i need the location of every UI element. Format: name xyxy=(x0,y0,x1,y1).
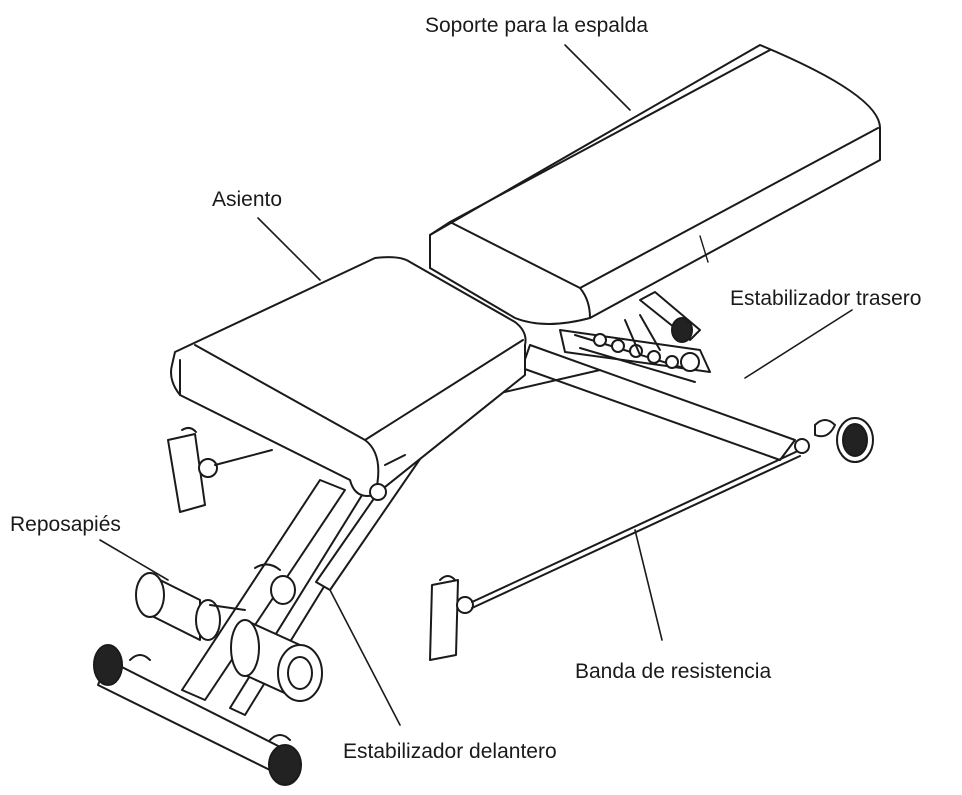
label-front-stabilizer: Estabilizador delantero xyxy=(343,740,557,763)
front-stabilizer-bar xyxy=(93,644,302,786)
leader-seat xyxy=(257,217,321,281)
leader-lines xyxy=(99,44,853,726)
label-rear-stabilizer: Estabilizador trasero xyxy=(730,287,922,310)
adjustment-ladder xyxy=(574,314,700,383)
backrest-pad xyxy=(429,44,881,325)
label-backrest: Soporte para la espalda xyxy=(425,14,648,37)
leader-backrest xyxy=(564,44,631,111)
footrest-knob xyxy=(254,563,296,605)
left-band-handle xyxy=(167,426,273,513)
leader-front-stabilizer xyxy=(329,589,401,726)
label-footrest: Reposapiés xyxy=(10,513,121,536)
label-resistance-band: Banda de resistencia xyxy=(575,660,772,683)
rear-wheel-left xyxy=(671,317,693,343)
leader-footrest xyxy=(99,539,169,581)
leader-resistance-band xyxy=(634,529,663,641)
right-band-handle xyxy=(429,438,810,661)
seat-pivot-knob xyxy=(369,454,406,501)
footrest-rollers xyxy=(135,572,323,702)
leader-rear-stabilizer xyxy=(744,309,853,379)
label-seat: Asiento xyxy=(212,188,283,211)
rear-frame-tube xyxy=(521,329,796,461)
rear-stabilizer-wheel xyxy=(814,417,874,463)
